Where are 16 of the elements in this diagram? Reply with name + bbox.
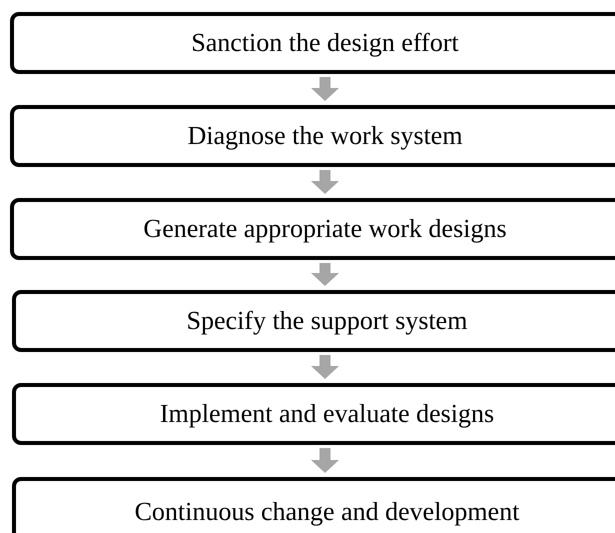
process-box [12,290,615,352]
process-box [10,12,615,74]
process-box [12,477,615,533]
down-arrow [311,355,339,379]
process-box [10,198,615,260]
process-box [10,105,615,167]
step-label: Continuous change and development [134,497,520,527]
down-arrow [311,77,339,101]
process-box [12,383,615,445]
step-label: Sanction the design effort [191,28,459,58]
step-label: Implement and evaluate designs [160,399,494,429]
down-arrow [311,263,339,286]
step-label: Specify the support system [186,306,468,336]
step-label: Diagnose the work system [187,121,463,151]
step-label: Generate appropriate work designs [143,214,507,244]
down-arrow [311,170,339,194]
